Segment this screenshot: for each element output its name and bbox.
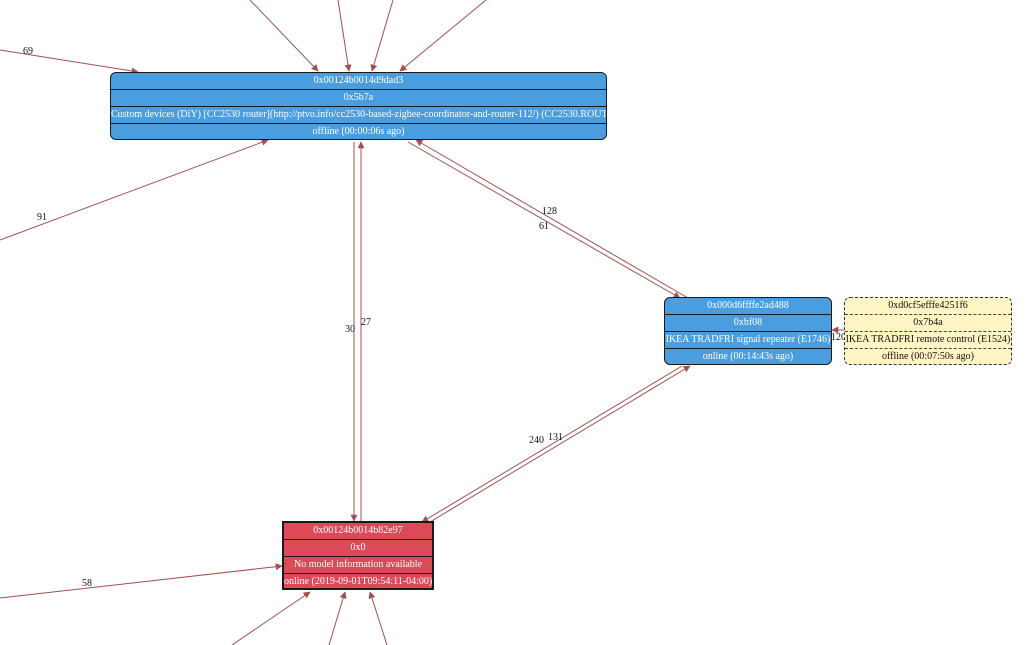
edge	[421, 365, 683, 523]
node-coordinator[interactable]: 0x00124b0014b82e97 0x0 No model informat…	[282, 521, 434, 590]
edge	[407, 141, 681, 299]
node-model: No model information available	[284, 556, 432, 573]
node-status: online (2019-09-01T09:54:11-04:00)	[284, 573, 432, 588]
edge	[0, 49, 139, 75]
edge-label: 91	[37, 212, 47, 223]
node-network-address: 0x7b4a	[845, 314, 1011, 331]
edge	[249, 0, 319, 72]
node-model: IKEA TRADFRI signal repeater (E1746)	[665, 331, 831, 348]
node-ieee-address: 0x000d6ffffe2ad488	[707, 300, 789, 311]
edge	[429, 365, 691, 523]
node-remote[interactable]: 0xd0cf5efffe4251f6 0x7b4a IKEA TRADFRI r…	[844, 297, 1012, 365]
node-repeater[interactable]: 0x000d6ffffe2ad488 0xbf08 IKEA TRADFRI s…	[664, 297, 832, 365]
node-ieee-address: 0x00124b0014d9dad3	[313, 75, 404, 86]
node-network-address: 0x5b7a	[111, 89, 606, 106]
node-status: offline (00:00:06s ago)	[111, 123, 606, 139]
edge-label: 128	[542, 206, 557, 217]
node-status: offline (00:07:50s ago)	[845, 348, 1011, 364]
node-ieee-address: 0x00124b0014b82e97	[313, 525, 403, 536]
node-network-address: 0x0	[284, 539, 432, 556]
edge	[0, 138, 269, 241]
edge-label: 61	[539, 221, 549, 232]
node-router-main[interactable]: 0x00124b0014d9dad3 0x5b7a Custom devices…	[110, 72, 607, 140]
edge	[399, 0, 487, 72]
edge	[368, 591, 388, 645]
edge	[370, 0, 394, 72]
node-model: IKEA TRADFRI remote control (E1524)	[845, 331, 1011, 348]
edge	[0, 563, 283, 599]
edge	[328, 591, 347, 645]
node-model: Custom devices (DiY) [CC2530 router](htt…	[111, 106, 606, 123]
edge	[415, 139, 689, 299]
edge-label: 58	[82, 578, 92, 589]
node-network-address: 0xbf08	[665, 314, 831, 331]
edge	[337, 0, 352, 72]
edge	[231, 591, 311, 645]
edge-label: 131	[548, 432, 563, 443]
edge-label: 69	[23, 46, 33, 57]
node-status: online (00:14:43s ago)	[665, 348, 831, 364]
edge-label: 30	[345, 324, 355, 335]
node-ieee-address: 0xd0cf5efffe4251f6	[888, 300, 968, 311]
edge-label: 27	[361, 317, 371, 328]
edge-label: 120	[831, 332, 846, 343]
edge-label: 240	[529, 435, 544, 446]
